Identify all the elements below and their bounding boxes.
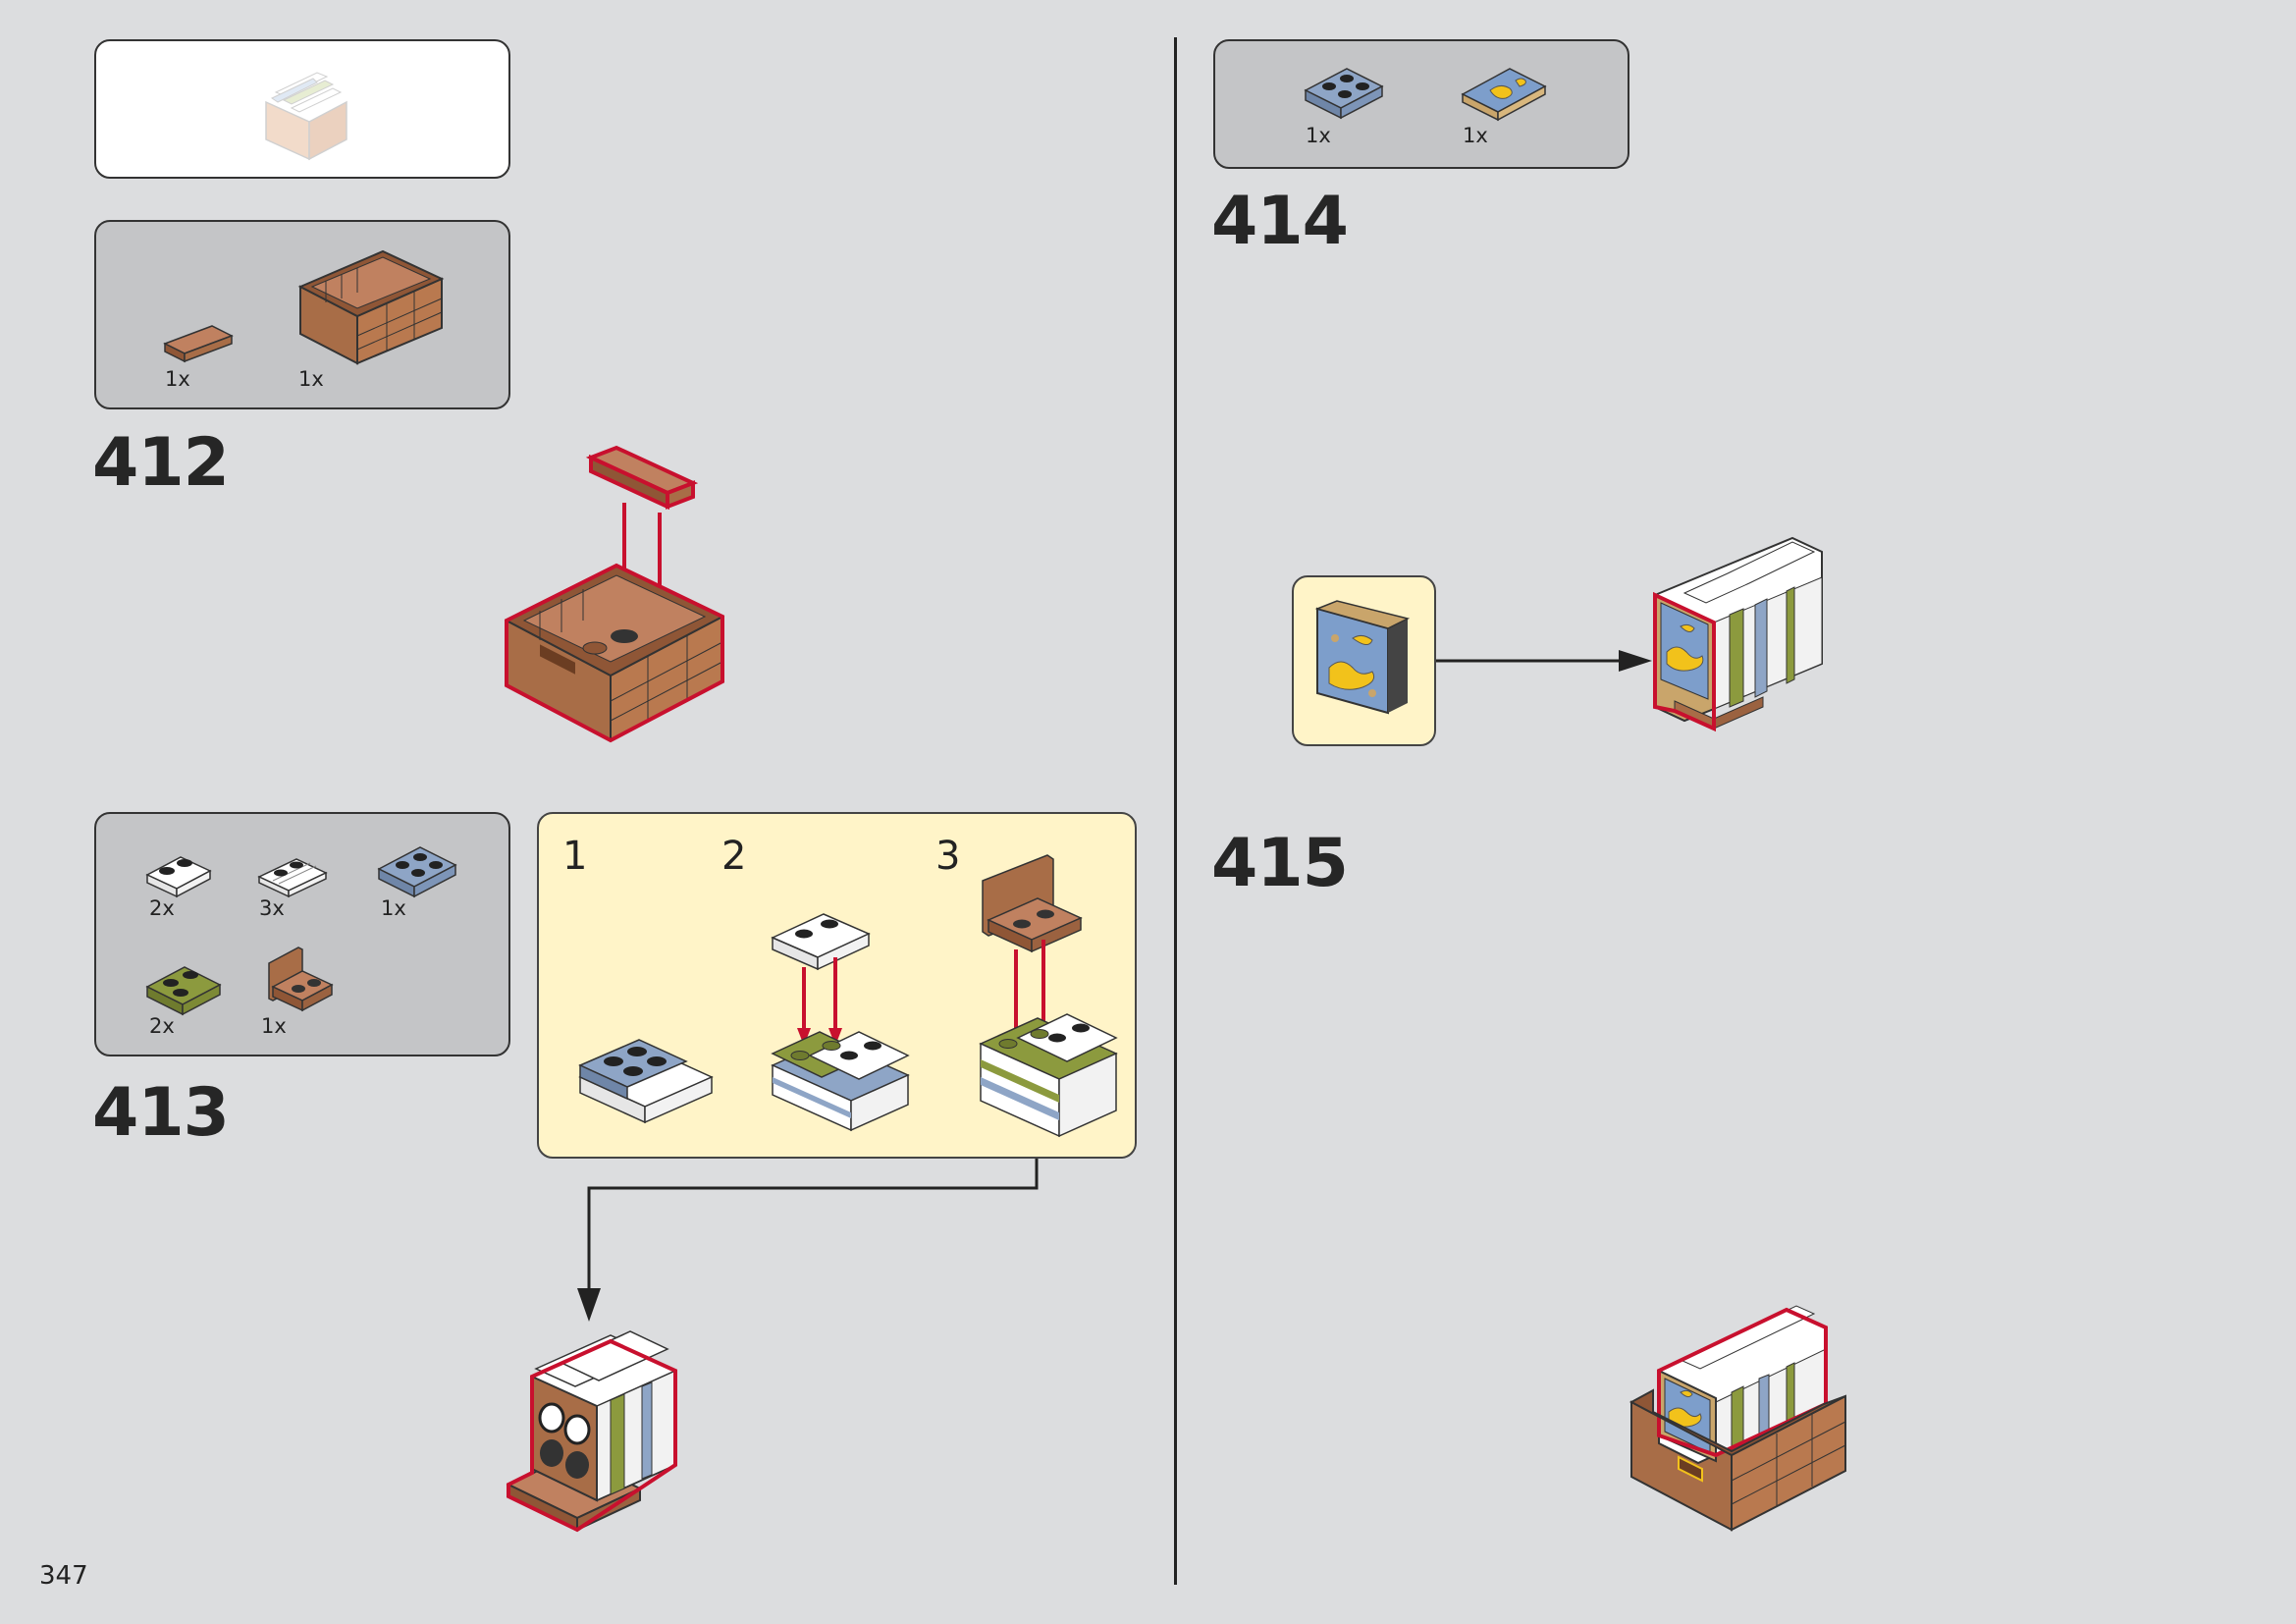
step-number-415: 415 — [1211, 825, 1349, 902]
step-number-412: 412 — [92, 424, 230, 502]
map-tile-callout-414 — [1292, 575, 1436, 746]
crate-with-books-result — [1629, 1305, 1846, 1532]
map-tile-icon — [1461, 68, 1547, 122]
crate-preview-icon — [265, 72, 347, 161]
parts-list-413: 2x 3x 1x 2x 1x — [94, 812, 510, 1056]
olive-plate-1x2-icon — [145, 966, 222, 1016]
substep-2-illustration — [771, 913, 910, 1132]
step-number-413: 413 — [92, 1074, 230, 1152]
brown-tile-1x2-icon — [163, 325, 234, 363]
submodel-preview-box — [94, 39, 510, 179]
part-qty: 1x — [1463, 124, 1488, 147]
part-qty: 1x — [1306, 124, 1331, 147]
step-number-414: 414 — [1211, 183, 1349, 260]
connector-arrow — [577, 1159, 1039, 1322]
part-qty: 3x — [259, 896, 285, 920]
substep-3-illustration — [979, 854, 1118, 1138]
parts-list-414: 1x 1x — [1213, 39, 1629, 169]
map-tile-icon — [1314, 600, 1411, 715]
book-block-with-map — [1653, 536, 1823, 732]
placement-arrow — [1436, 650, 1652, 672]
brown-bracket-icon — [268, 947, 334, 1012]
substep-number: 1 — [562, 834, 588, 879]
substep-number: 3 — [935, 834, 961, 879]
part-qty: 2x — [149, 1014, 175, 1038]
part-qty: 2x — [149, 896, 175, 920]
page-divider — [1174, 37, 1177, 1585]
book-block-result — [506, 1330, 677, 1533]
part-qty: 1x — [381, 896, 406, 920]
substep-number: 2 — [721, 834, 747, 879]
blue-plate-2x2-icon — [1304, 68, 1384, 120]
subassembly-callout-413: 1 2 3 — [537, 812, 1137, 1159]
page-number: 347 — [39, 1561, 88, 1591]
substep-1-illustration — [578, 1039, 714, 1124]
blue-plate-2x2-icon — [377, 846, 457, 898]
brown-crate-icon — [297, 249, 445, 365]
crate-assembly-illustration — [504, 445, 725, 743]
white-plate-1x2-icon — [145, 856, 212, 898]
parts-list-412: 1x 1x — [94, 220, 510, 409]
part-qty: 1x — [165, 367, 190, 391]
part-qty: 1x — [261, 1014, 287, 1038]
part-qty: 1x — [298, 367, 324, 391]
white-tile-grille-icon — [257, 858, 328, 898]
